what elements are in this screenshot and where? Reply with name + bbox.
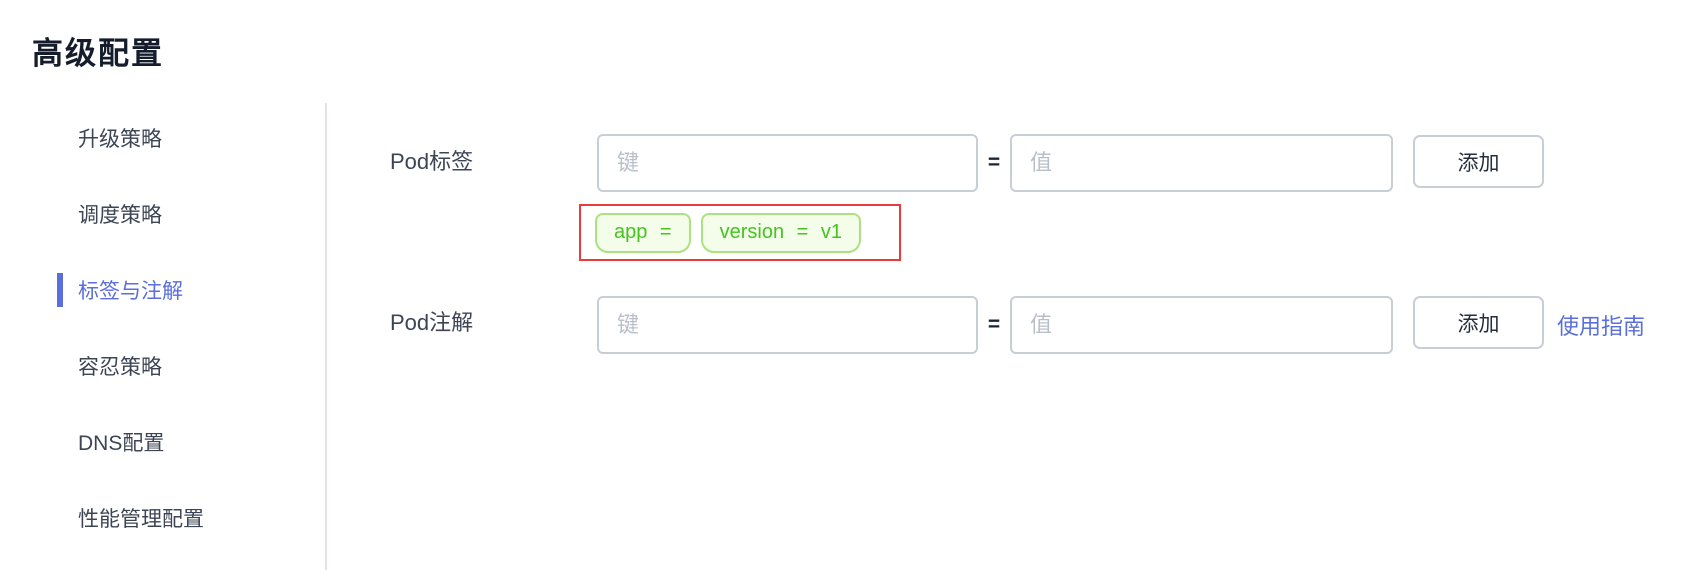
pod-label-tag-version[interactable]: version = v1	[700, 212, 861, 253]
pod-annotation-value-input[interactable]	[1010, 296, 1393, 354]
pod-annotation-equals-sign: =	[987, 313, 1001, 336]
sidebar-item-label: 性能管理配置	[78, 508, 204, 531]
pod-label-tag-app[interactable]: app =	[595, 212, 691, 253]
sidebar-item-label: DNS配置	[78, 432, 165, 455]
sidebar-item-label: 升级策略	[78, 128, 162, 151]
sidebar-item-label: 容忍策略	[78, 356, 162, 379]
page-title: 高级配置	[32, 36, 164, 71]
sidebar-item-dns-config[interactable]: DNS配置	[0, 404, 324, 480]
sidebar-item-performance-management-config[interactable]: 性能管理配置	[0, 480, 324, 556]
sidebar-item-labels-annotations[interactable]: 标签与注解	[0, 252, 324, 328]
pod-annotations-field-label: Pod注解	[390, 310, 474, 335]
pod-annotation-add-button[interactable]: 添加	[1413, 296, 1544, 349]
pod-label-equals-sign: =	[987, 151, 1001, 174]
pod-labels-field-label: Pod标签	[390, 149, 474, 174]
sidebar-item-toleration-strategy[interactable]: 容忍策略	[0, 328, 324, 404]
pod-label-tags-highlight-box: app = version = v1	[579, 204, 901, 261]
pod-annotation-key-input[interactable]	[597, 296, 978, 354]
pod-label-add-button[interactable]: 添加	[1413, 135, 1544, 188]
sidebar-divider	[325, 103, 327, 570]
sidebar-item-label: 标签与注解	[78, 280, 183, 303]
usage-guide-link[interactable]: 使用指南	[1557, 314, 1646, 339]
sidebar-item-upgrade-strategy[interactable]: 升级策略	[0, 100, 324, 176]
pod-label-key-input[interactable]	[597, 134, 978, 192]
sidebar-item-label: 调度策略	[78, 204, 162, 227]
pod-label-value-input[interactable]	[1010, 134, 1393, 192]
sidebar-item-scheduling-strategy[interactable]: 调度策略	[0, 176, 324, 252]
sidebar: 升级策略 调度策略 标签与注解 容忍策略 DNS配置 性能管理配置	[0, 100, 324, 556]
